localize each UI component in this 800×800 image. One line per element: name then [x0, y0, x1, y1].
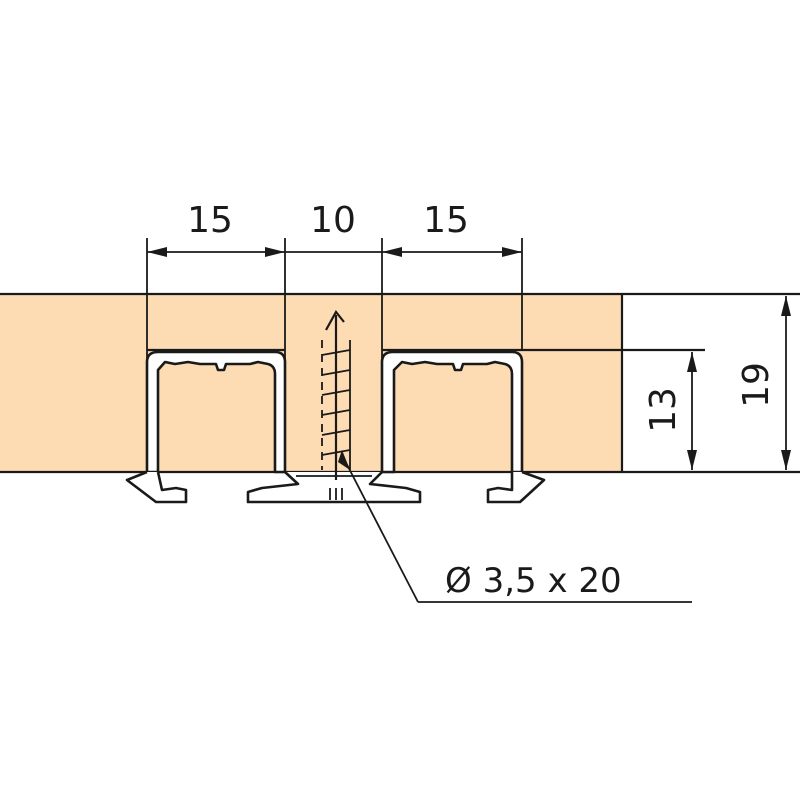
- wood-panel: [0, 292, 800, 474]
- dim-label-right-15: 15: [423, 200, 469, 241]
- screw-leader: [341, 454, 692, 603]
- dim-label-13: 13: [643, 387, 684, 433]
- screw-spec-label: Ø 3,5 x 20: [445, 561, 622, 601]
- center-base-plate: [246, 471, 422, 504]
- right-dimension-lines: [687, 296, 791, 470]
- dim-label-19: 19: [736, 362, 777, 408]
- dim-label-left-15: 15: [187, 200, 233, 241]
- dim-label-center-10: 10: [310, 200, 356, 241]
- track-profile-right: [380, 350, 546, 504]
- screw-icon: [321, 310, 351, 480]
- track-profile-left: [125, 350, 287, 504]
